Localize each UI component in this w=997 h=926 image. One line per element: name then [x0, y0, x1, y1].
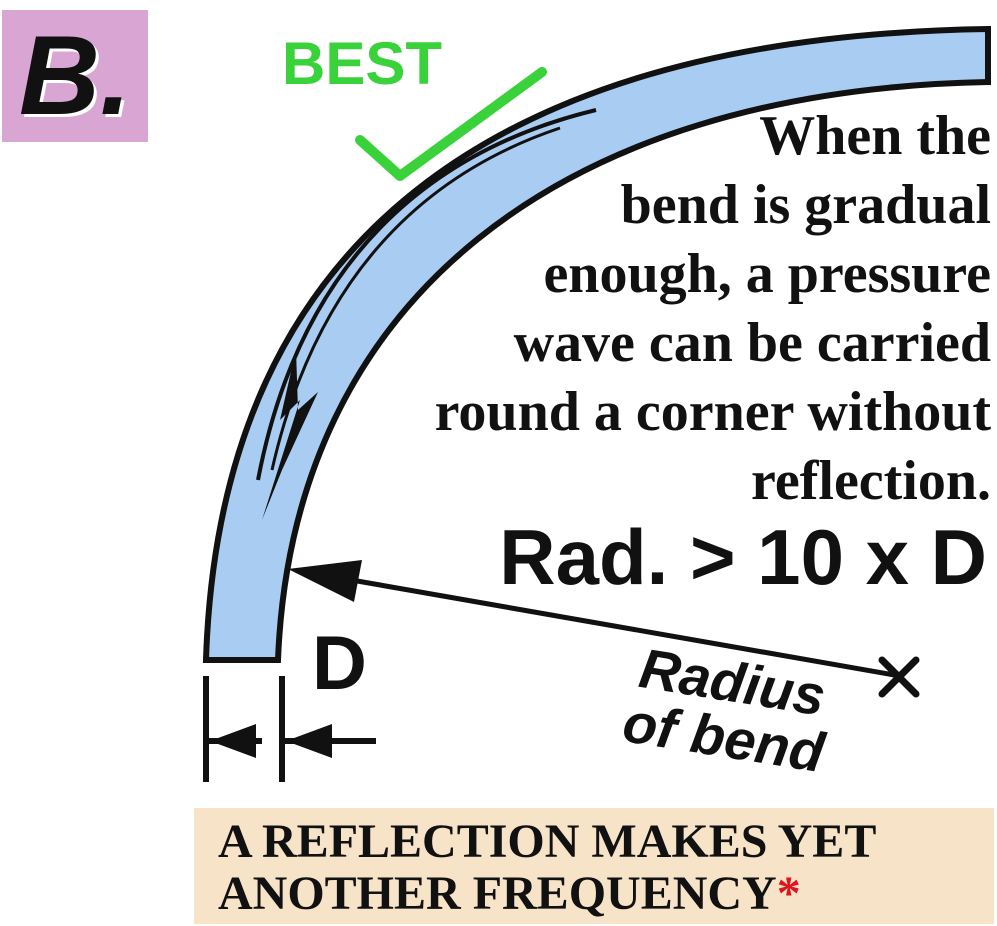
radius-line [339, 575, 901, 679]
radius-formula: Rad. > 10 x D [499, 513, 987, 601]
description: When the bend is gradual enough, a press… [351, 102, 991, 516]
dimension-label: D [312, 621, 367, 706]
dimension-arrow-left [210, 724, 256, 758]
footer-line-2: ANOTHER FREQUENCY* [218, 870, 801, 918]
wave-arrow-icon [262, 350, 318, 520]
wave-trace [256, 108, 597, 481]
asterisk-icon: * [776, 867, 801, 920]
description-line: bend is gradual [620, 174, 991, 236]
cross-center-icon [878, 656, 920, 698]
dimension-arrow-right [286, 724, 332, 758]
description-line: reflection. [751, 450, 991, 512]
footer-line-1: A REFLECTION MAKES YET [218, 815, 877, 868]
description-line: enough, a pressure [543, 243, 991, 305]
check-mark-icon [355, 67, 547, 181]
description-line: When the [759, 105, 991, 167]
description-line: wave can be carried [513, 312, 991, 374]
best-label: BEST [282, 30, 443, 97]
footer-line-2-text: ANOTHER FREQUENCY [218, 867, 777, 920]
panel-label-box: B. [2, 10, 148, 142]
arrow-icon [288, 560, 362, 602]
panel-label: B. [19, 13, 131, 138]
curved-pipe [202, 25, 991, 663]
description-line: round a corner without [434, 381, 991, 443]
footer-banner: A REFLECTION MAKES YET ANOTHER FREQUENCY… [194, 808, 994, 924]
